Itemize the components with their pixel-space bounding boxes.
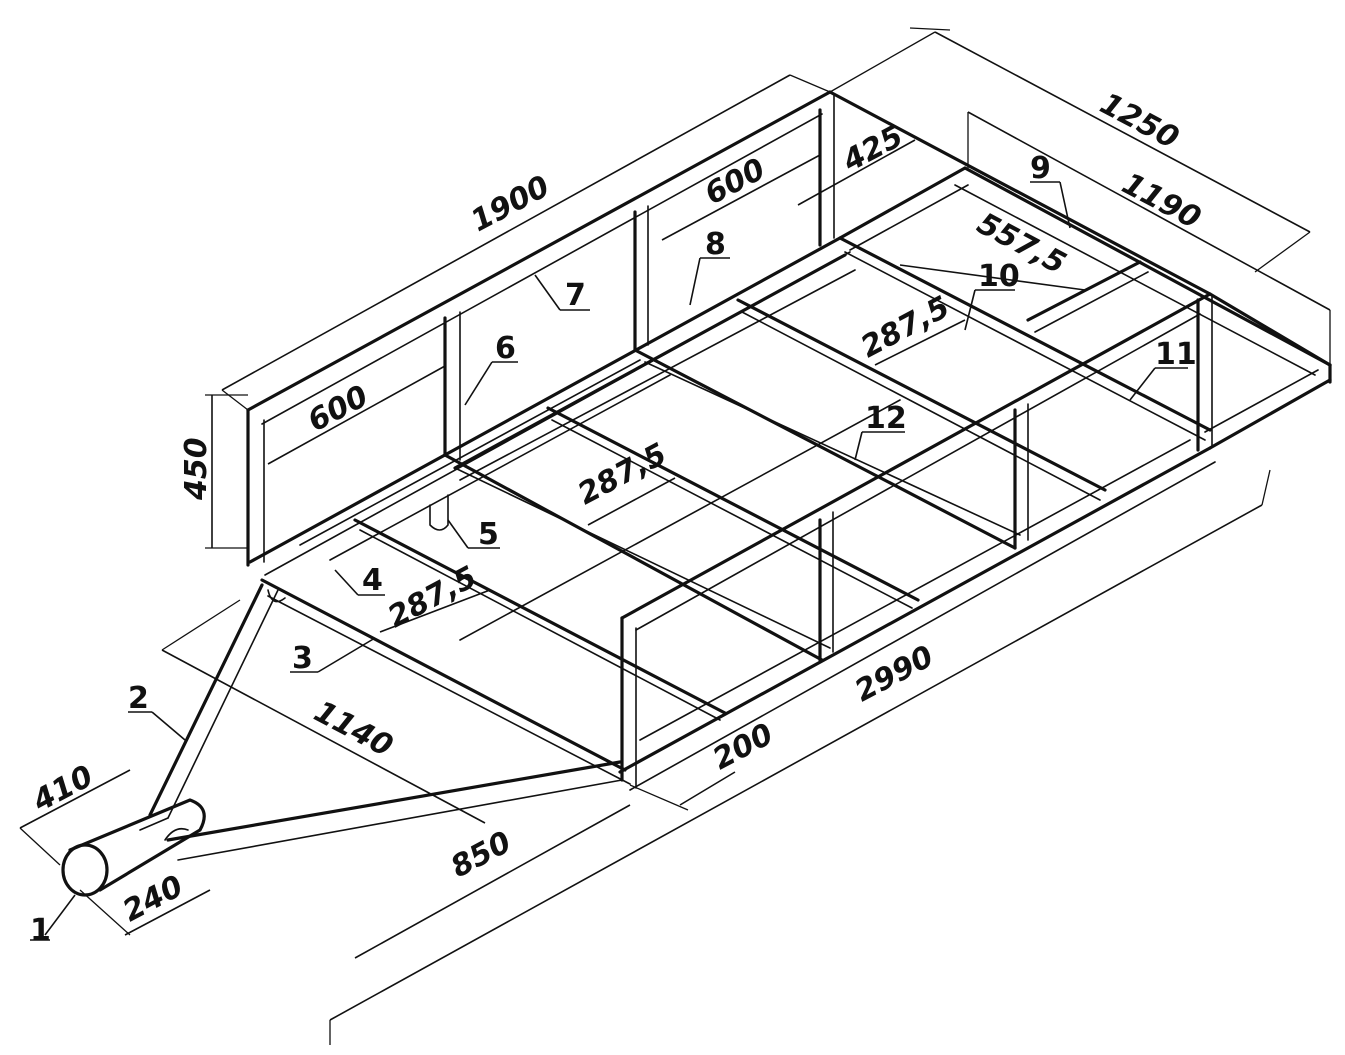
dim-1190: 1190 <box>1116 166 1206 236</box>
dim-600-left: 600 <box>302 379 374 439</box>
dim-287-5-right: 287,5 <box>855 290 955 365</box>
part-2: 2 <box>128 681 149 716</box>
dimension-lines <box>19 27 1331 1045</box>
dim-287-5-left: 287,5 <box>382 560 482 635</box>
part-11: 11 <box>1155 337 1197 372</box>
part-5: 5 <box>478 517 499 552</box>
part-6: 6 <box>495 331 516 366</box>
part-4: 4 <box>362 563 383 598</box>
part-1: 1 <box>30 913 51 948</box>
dim-2990: 2990 <box>849 639 939 709</box>
part-12: 12 <box>865 401 907 436</box>
dim-450: 450 <box>179 437 214 501</box>
part-3: 3 <box>292 641 313 676</box>
part-10: 10 <box>978 259 1020 294</box>
part-7: 7 <box>565 278 586 313</box>
part-leaders <box>30 181 1188 941</box>
dimension-labels: 1900 1250 600 425 1190 557,5 600 450 287… <box>26 86 1206 929</box>
dim-1900: 1900 <box>465 169 555 239</box>
dim-1250: 1250 <box>1094 86 1184 156</box>
dim-1140: 1140 <box>308 694 398 764</box>
part-9: 9 <box>1030 151 1051 186</box>
dim-410: 410 <box>26 759 99 820</box>
trailer-frame <box>61 90 1332 897</box>
part-8: 8 <box>705 227 726 262</box>
dim-600-right: 600 <box>699 152 771 212</box>
dim-850: 850 <box>445 825 517 885</box>
part-labels: 1 2 3 4 5 6 7 8 9 10 11 12 <box>30 151 1197 948</box>
